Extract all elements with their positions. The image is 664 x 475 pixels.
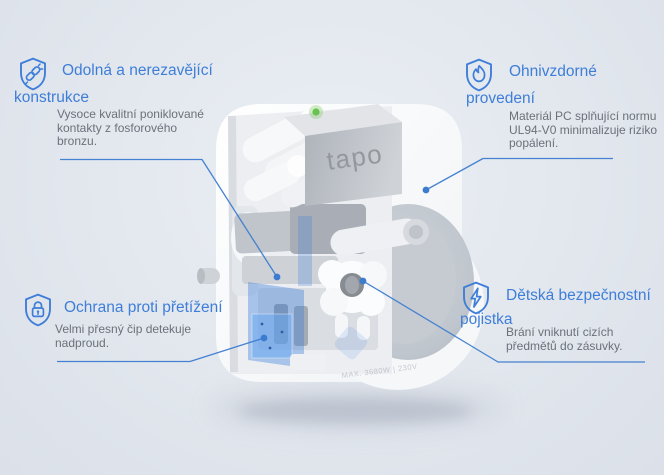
body-line: předmětů do zásuvky. xyxy=(506,338,623,353)
shield-flame-icon xyxy=(463,57,495,93)
callout-title-fireproof-line2: provedení xyxy=(466,90,535,107)
callout-title-durable-line1: Odolná a nerezavějící xyxy=(62,62,213,79)
body-line: Vysoce kvalitní poniklované xyxy=(57,107,204,121)
shield-link-icon xyxy=(17,56,49,92)
device-ground-shadow xyxy=(238,398,473,424)
body-line: kontakty z fosforového xyxy=(57,120,178,135)
plastic-watermark xyxy=(334,326,368,360)
callout-body-fireproof: Materiál PC splňující normu UL94-V0 mini… xyxy=(509,109,658,151)
body-line: Brání vniknutí cizích xyxy=(506,325,614,339)
body-line: bronzu. xyxy=(57,134,98,149)
callout-body-overload: Velmi přesný čip detekuje nadproud. xyxy=(55,322,192,350)
tapo-smart-plug-cutaway: tapo xyxy=(197,104,484,390)
internal-detail-2 xyxy=(294,306,308,346)
callout-body-durable: Vysoce kvalitní poniklované kontakty z f… xyxy=(57,107,204,149)
body-line: Velmi přesný čip detekuje xyxy=(55,322,192,336)
callout-title-child-safety-line2: pojistka xyxy=(460,311,513,328)
body-line: UL94-V0 minimalizuje riziko xyxy=(509,122,658,137)
tapo-module-box: tapo xyxy=(284,104,402,206)
body-line: Materiál PC splňující normu xyxy=(509,109,657,123)
blue-tint-column xyxy=(298,216,312,286)
device-soft-shadow xyxy=(210,385,505,431)
body-line: nadproud. xyxy=(55,335,110,350)
contact-cylinder xyxy=(330,218,429,256)
shield-bolt-icon xyxy=(460,280,492,316)
status-led xyxy=(309,105,323,119)
callout-title-child-safety-line1: Dětská bezpečnostní xyxy=(506,287,651,304)
body-line: popálení. xyxy=(509,136,559,151)
callout-body-child-safety: Brání vniknutí cizích předmětů do zásuvk… xyxy=(506,325,623,353)
callout-title-fireproof-line1: Ohnivzdorné xyxy=(509,63,597,80)
rim-latch xyxy=(290,354,326,370)
callout-title-durable-line2: konstrukce xyxy=(14,89,89,106)
device-side-pin xyxy=(197,268,220,284)
shield-lock-icon xyxy=(22,292,54,328)
callout-title-overload: Ochrana proti přetížení xyxy=(64,299,223,316)
